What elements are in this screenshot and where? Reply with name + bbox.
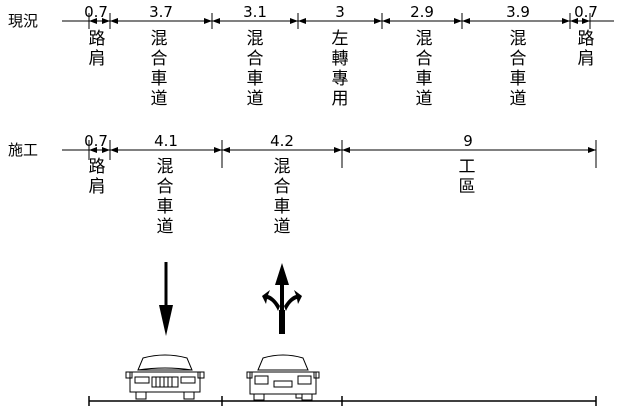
lane-name-char: 用 <box>332 89 349 109</box>
lane-name-char: 車 <box>247 69 264 89</box>
lane-name-char: 肩 <box>89 177 106 197</box>
car-rear-icon <box>246 354 320 401</box>
lane-names-existing: 路 肩 混 合 車 道 混 合 車 道 左 轉 專 用 混 合 車 道 混 合 … <box>89 29 595 109</box>
lane-name-char: 道 <box>157 217 174 237</box>
up-split-arrow-icon <box>262 263 302 334</box>
lane-name-char: 道 <box>510 89 527 109</box>
down-arrow-icon <box>159 262 173 336</box>
row-existing: 現況 0.7 3.7 3.1 3 2.9 3.9 0. <box>8 3 614 109</box>
lane-name-char: 車 <box>416 69 433 89</box>
width-5: 3.9 <box>506 3 530 21</box>
width-6: 0.7 <box>574 3 598 21</box>
lane-name-char: 混 <box>157 157 174 177</box>
dimension-arrowheads-existing <box>89 18 590 24</box>
lane-name-char: 合 <box>274 177 291 197</box>
row-label-construction: 施工 <box>8 141 38 159</box>
lane-name-char: 合 <box>157 177 174 197</box>
lane-name-char: 肩 <box>89 49 106 69</box>
lane-name-char: 車 <box>274 197 291 217</box>
lane-name-char: 混 <box>416 29 433 49</box>
dimension-arrowheads-construction <box>89 147 596 153</box>
lane-name-char: 道 <box>151 89 168 109</box>
lane-name-char: 混 <box>247 29 264 49</box>
width-3: 3 <box>335 3 345 21</box>
lane-name-char: 混 <box>274 157 291 177</box>
lane-name-char: 合 <box>247 49 264 69</box>
car-front-icon <box>125 354 205 400</box>
lane-name-char: 合 <box>151 49 168 69</box>
width-0: 0.7 <box>84 3 108 21</box>
lane-name-char: 轉 <box>332 49 349 69</box>
lane-name-char: 道 <box>416 89 433 109</box>
lane-name-char: 道 <box>247 89 264 109</box>
lane-name-char: 路 <box>89 29 106 49</box>
width-1: 3.7 <box>149 3 173 21</box>
lane-names-construction: 路 肩 混 合 車 道 混 合 車 道 工 區 <box>89 157 476 237</box>
lane-name-char: 混 <box>151 29 168 49</box>
width-3: 9 <box>463 132 473 150</box>
lane-name-char: 合 <box>510 49 527 69</box>
lane-name-char: 合 <box>416 49 433 69</box>
width-2: 4.2 <box>270 132 294 150</box>
row-construction: 施工 0.7 4.1 4.2 9 路 肩 混 合 車 道 混 合 車 <box>8 132 597 237</box>
lane-name-char: 工 <box>459 157 476 177</box>
lane-name-char: 路 <box>89 157 106 177</box>
width-2: 3.1 <box>243 3 267 21</box>
lane-name-char: 道 <box>274 217 291 237</box>
width-1: 4.1 <box>154 132 178 150</box>
lane-name-char: 車 <box>157 197 174 217</box>
lane-name-char: 混 <box>510 29 527 49</box>
lane-name-char: 肩 <box>578 49 595 69</box>
lane-name-char: 路 <box>578 29 595 49</box>
lane-name-char: 左 <box>332 29 349 49</box>
lane-name-char: 區 <box>459 177 476 197</box>
row-label-existing: 現況 <box>8 12 38 30</box>
width-0: 0.7 <box>84 132 108 150</box>
road-baseline <box>88 396 597 406</box>
lane-name-char: 車 <box>510 69 527 89</box>
lane-name-char: 車 <box>151 69 168 89</box>
lane-name-char: 專 <box>332 69 349 89</box>
width-4: 2.9 <box>410 3 434 21</box>
